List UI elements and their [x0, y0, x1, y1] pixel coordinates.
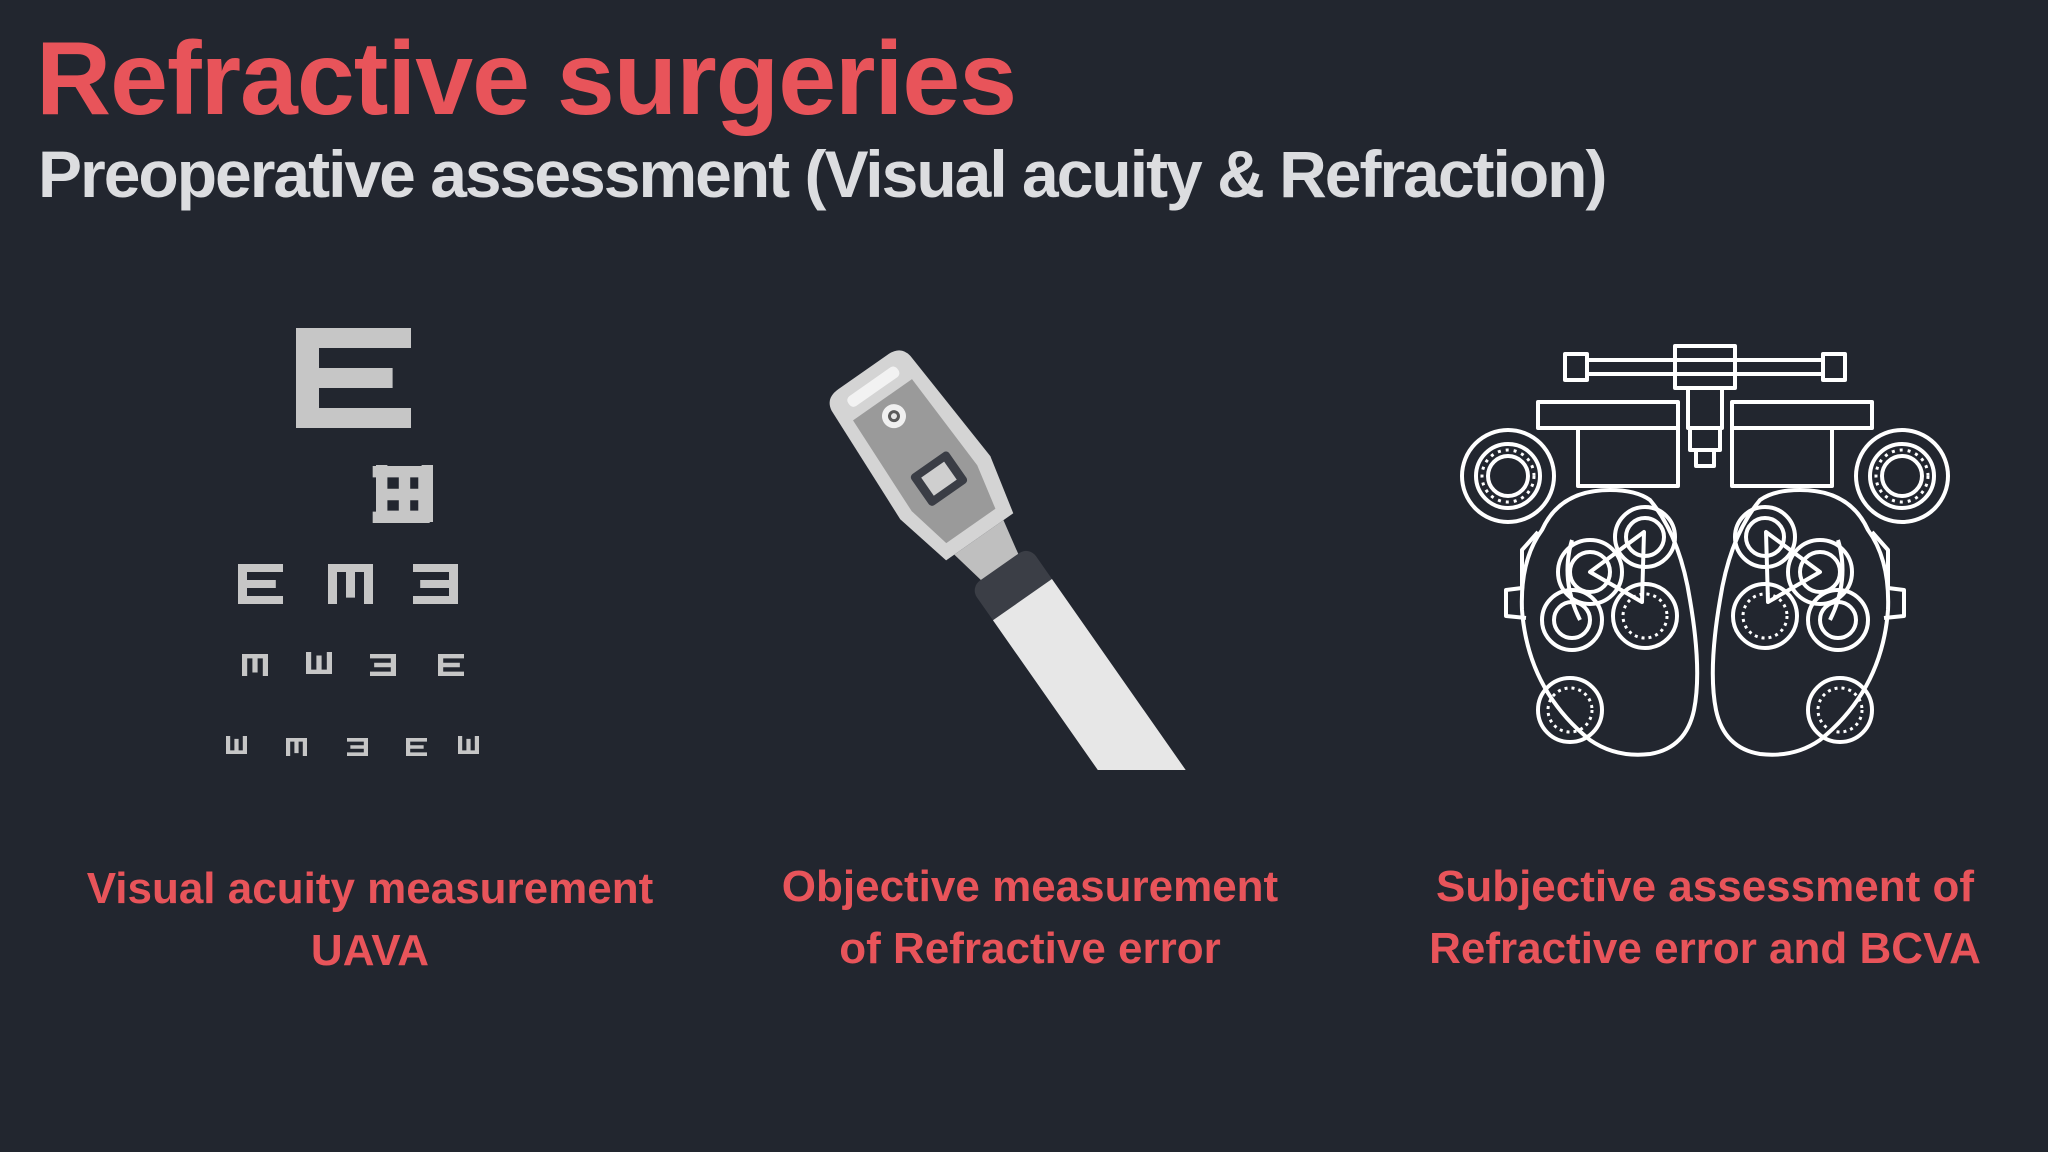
caption-line: of Refractive error [839, 924, 1221, 973]
slide-subtitle: Preoperative assessment (Visual acuity &… [38, 137, 1607, 211]
caption-line: Visual acuity measurement [86, 864, 654, 913]
caption-line: UAVA [310, 926, 430, 975]
retinoscope-icon [829, 350, 1203, 770]
phoropter-icon [1460, 344, 1950, 757]
slide-title: Refractive surgeries [36, 21, 1017, 137]
caption-line: Subjective assessment of [1435, 862, 1974, 911]
caption-line: Refractive error and BCVA [1429, 924, 1981, 973]
caption-objective-refraction: Objective measurement of Refractive erro… [720, 856, 1340, 980]
caption-subjective-refraction: Subjective assessment of Refractive erro… [1380, 856, 2030, 980]
caption-visual-acuity: Visual acuity measurement UAVA [60, 858, 680, 982]
caption-line: Objective measurement [781, 862, 1279, 911]
eye-chart-icon [226, 328, 479, 756]
